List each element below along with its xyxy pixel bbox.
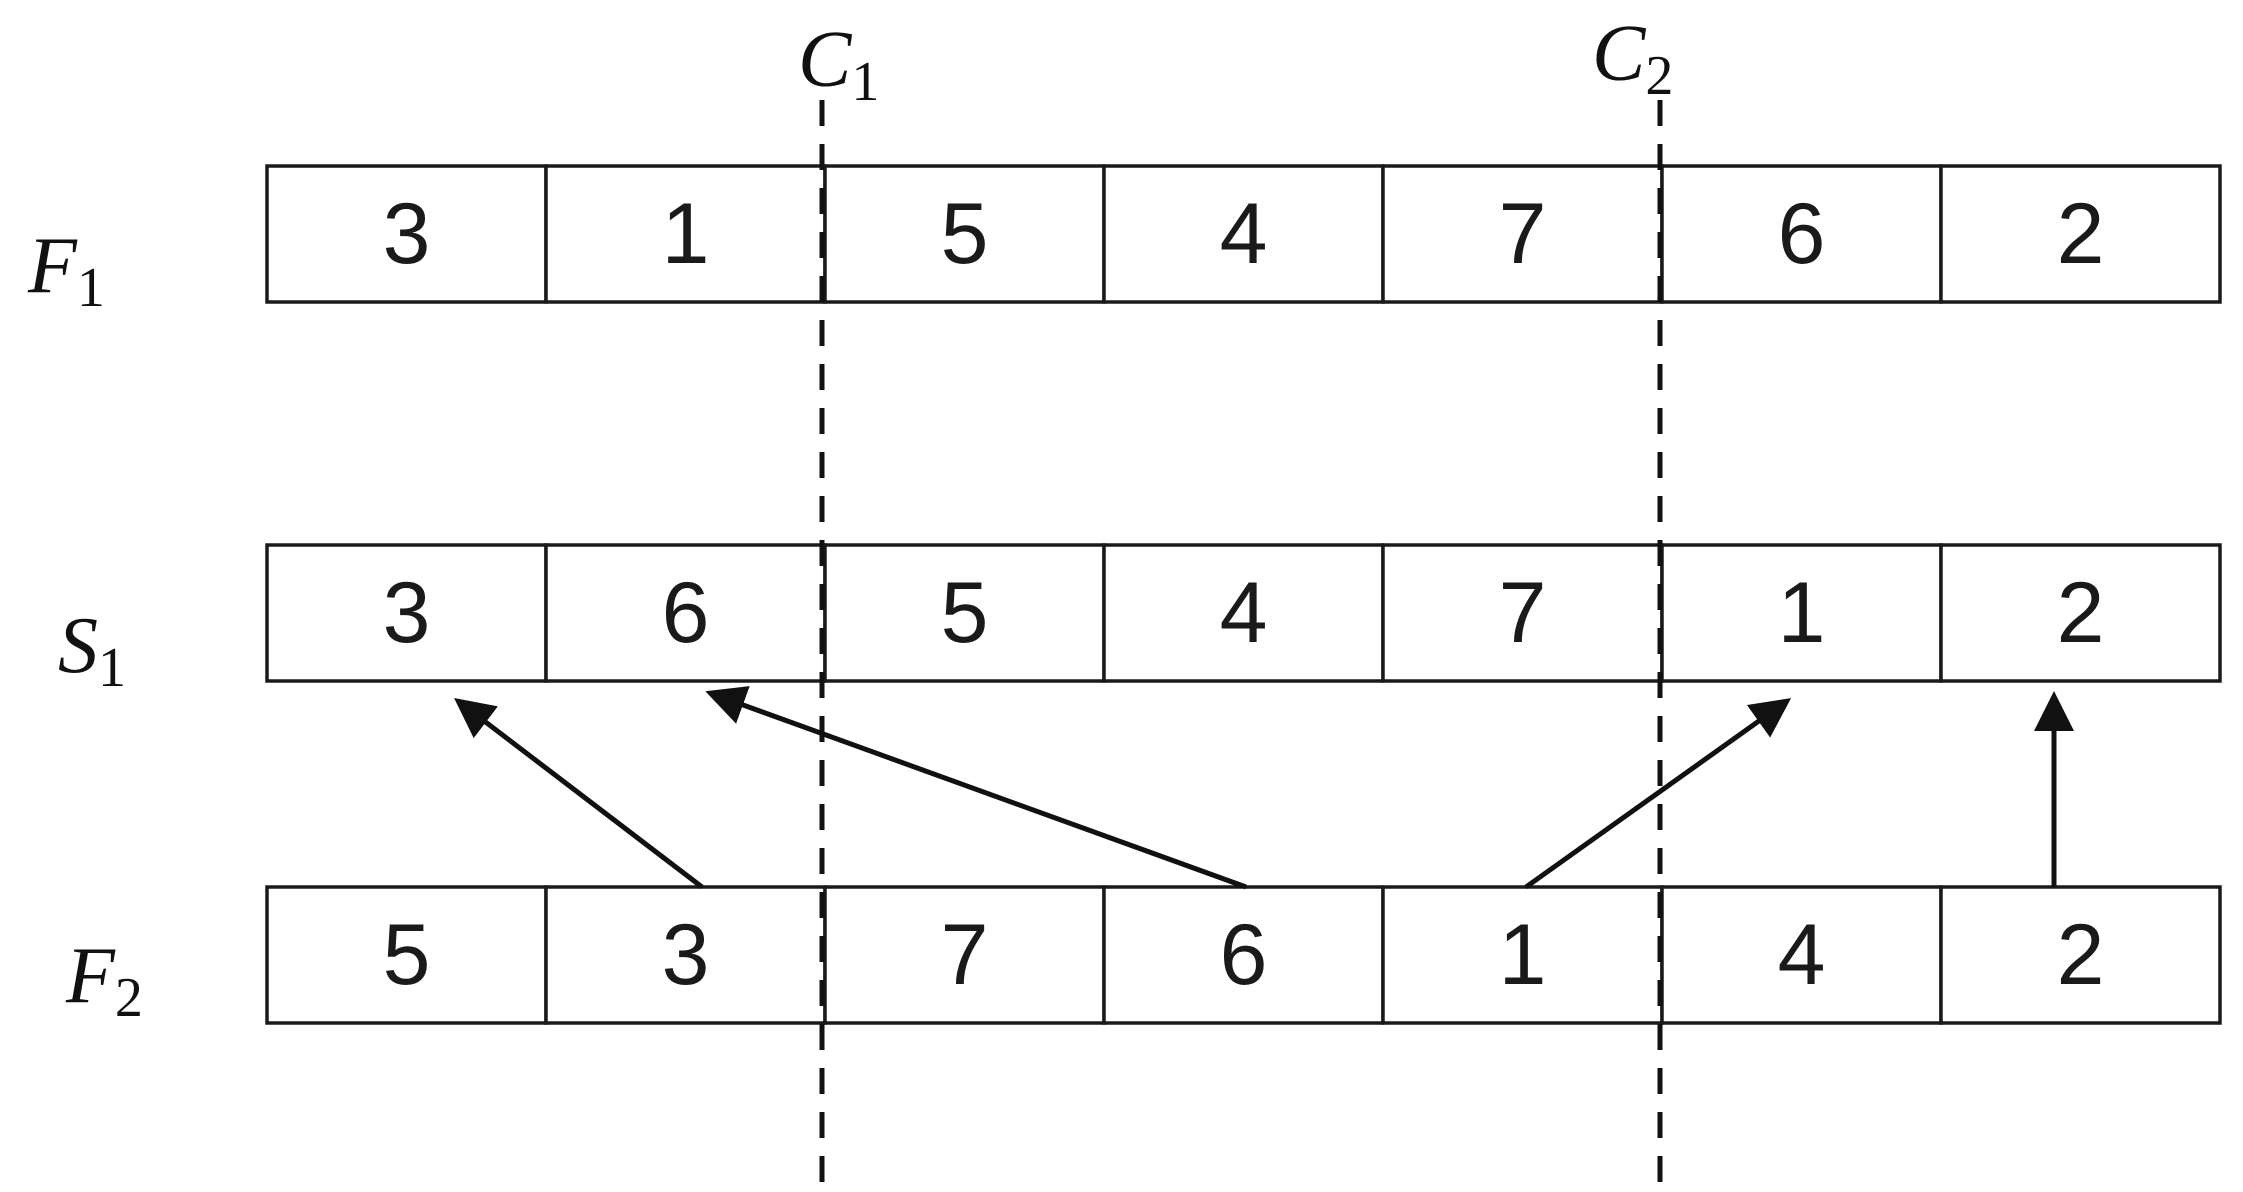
cell-value-f1-4: 4 <box>1220 186 1268 282</box>
row-f2: 5 3 7 6 1 4 2 <box>265 885 2222 1025</box>
cell-value-f1-2: 1 <box>662 186 710 282</box>
cell-s1-6 <box>1660 543 1943 683</box>
cell-value-f2-2: 3 <box>662 907 710 1003</box>
cell-f2-5 <box>1381 885 1664 1025</box>
cell-value-s1-5: 7 <box>1499 565 1547 661</box>
cell-value-f1-1: 3 <box>383 186 431 282</box>
cell-s1-5 <box>1381 543 1664 683</box>
row-label-f2: F2 <box>65 932 143 1029</box>
cut-label-c1-main: C <box>798 16 853 104</box>
cell-f1-1 <box>265 164 548 304</box>
cell-s1-7 <box>1939 543 2222 683</box>
row-label-f1-main: F <box>27 222 78 310</box>
row-label-s1-main: S <box>58 602 98 690</box>
cell-value-s1-1: 3 <box>383 565 431 661</box>
cell-f2-3 <box>823 885 1106 1025</box>
cut-label-c2: C2 <box>1592 10 1673 107</box>
cell-f1-2 <box>544 164 827 304</box>
cell-s1-3 <box>823 543 1106 683</box>
cell-value-f2-3: 7 <box>941 907 989 1003</box>
cell-value-f2-1: 5 <box>383 907 431 1003</box>
cell-value-f1-5: 7 <box>1499 186 1547 282</box>
cut-label-c2-main: C <box>1592 10 1647 98</box>
row-label-f2-sub: 2 <box>115 967 143 1029</box>
cell-f1-5 <box>1381 164 1664 304</box>
cell-f1-3 <box>823 164 1106 304</box>
mapping-arrow-1 <box>1524 698 1792 890</box>
mapping-arrow-6 <box>705 686 1247 890</box>
cell-value-f2-6: 4 <box>1778 907 1826 1003</box>
row-label-s1: S1 <box>58 602 126 699</box>
cell-f2-7 <box>1939 885 2222 1025</box>
cut-label-c1: C1 <box>798 16 879 113</box>
row-f1: 3 1 5 4 7 6 2 <box>265 164 2222 304</box>
cell-value-s1-6: 1 <box>1778 565 1826 661</box>
cell-value-f1-7: 2 <box>2057 186 2105 282</box>
cell-s1-2 <box>544 543 827 683</box>
row-label-s1-sub: 1 <box>98 637 126 699</box>
cell-value-f1-6: 6 <box>1778 186 1826 282</box>
cell-value-f1-3: 5 <box>941 186 989 282</box>
cell-f2-4 <box>1102 885 1385 1025</box>
cell-f1-7 <box>1939 164 2222 304</box>
row-label-f1-sub: 1 <box>77 257 105 319</box>
cell-value-s1-7: 2 <box>2057 565 2105 661</box>
cell-s1-1 <box>265 543 548 683</box>
cell-value-s1-2: 6 <box>662 565 710 661</box>
row-s1: 3 6 5 4 7 1 2 <box>265 543 2222 683</box>
row-label-f2-main: F <box>65 932 116 1020</box>
cell-value-s1-4: 4 <box>1220 565 1268 661</box>
cell-f2-2 <box>544 885 827 1025</box>
row-label-f1: F1 <box>27 222 105 319</box>
mapping-arrow-3 <box>454 697 704 889</box>
cut-label-c2-sub: 2 <box>1645 45 1673 107</box>
cell-value-f2-7: 2 <box>2057 907 2105 1003</box>
cell-value-f2-5: 1 <box>1499 907 1547 1003</box>
cell-f2-6 <box>1660 885 1943 1025</box>
cell-value-f2-4: 6 <box>1220 907 1268 1003</box>
cell-value-s1-3: 5 <box>941 565 989 661</box>
cut-label-c1-sub: 1 <box>851 51 879 113</box>
